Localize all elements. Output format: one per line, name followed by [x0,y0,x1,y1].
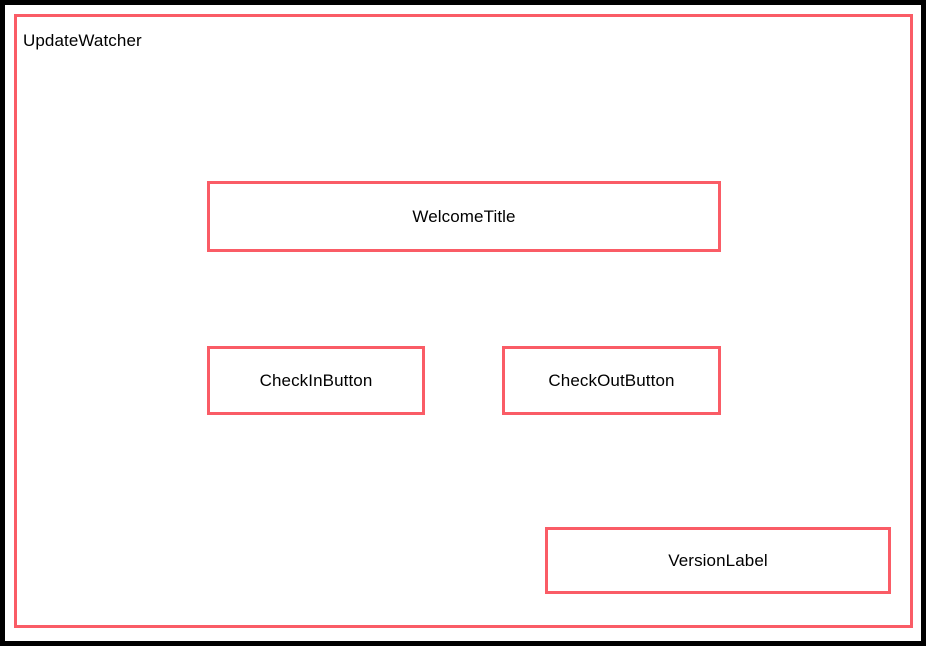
screen-container-label: UpdateWatcher [23,31,142,50]
welcome-title-box: WelcomeTitle [207,181,721,252]
check-out-button[interactable]: CheckOutButton [502,346,721,415]
screen-container-updatewatcher: UpdateWatcher WelcomeTitle CheckInButton… [14,14,913,628]
check-in-button[interactable]: CheckInButton [207,346,425,415]
version-label-text: VersionLabel [668,550,768,570]
welcome-title-label: WelcomeTitle [412,206,516,226]
check-in-button-label: CheckInButton [259,370,373,390]
check-out-button-label: CheckOutButton [548,370,675,390]
version-label-box: VersionLabel [545,527,891,594]
